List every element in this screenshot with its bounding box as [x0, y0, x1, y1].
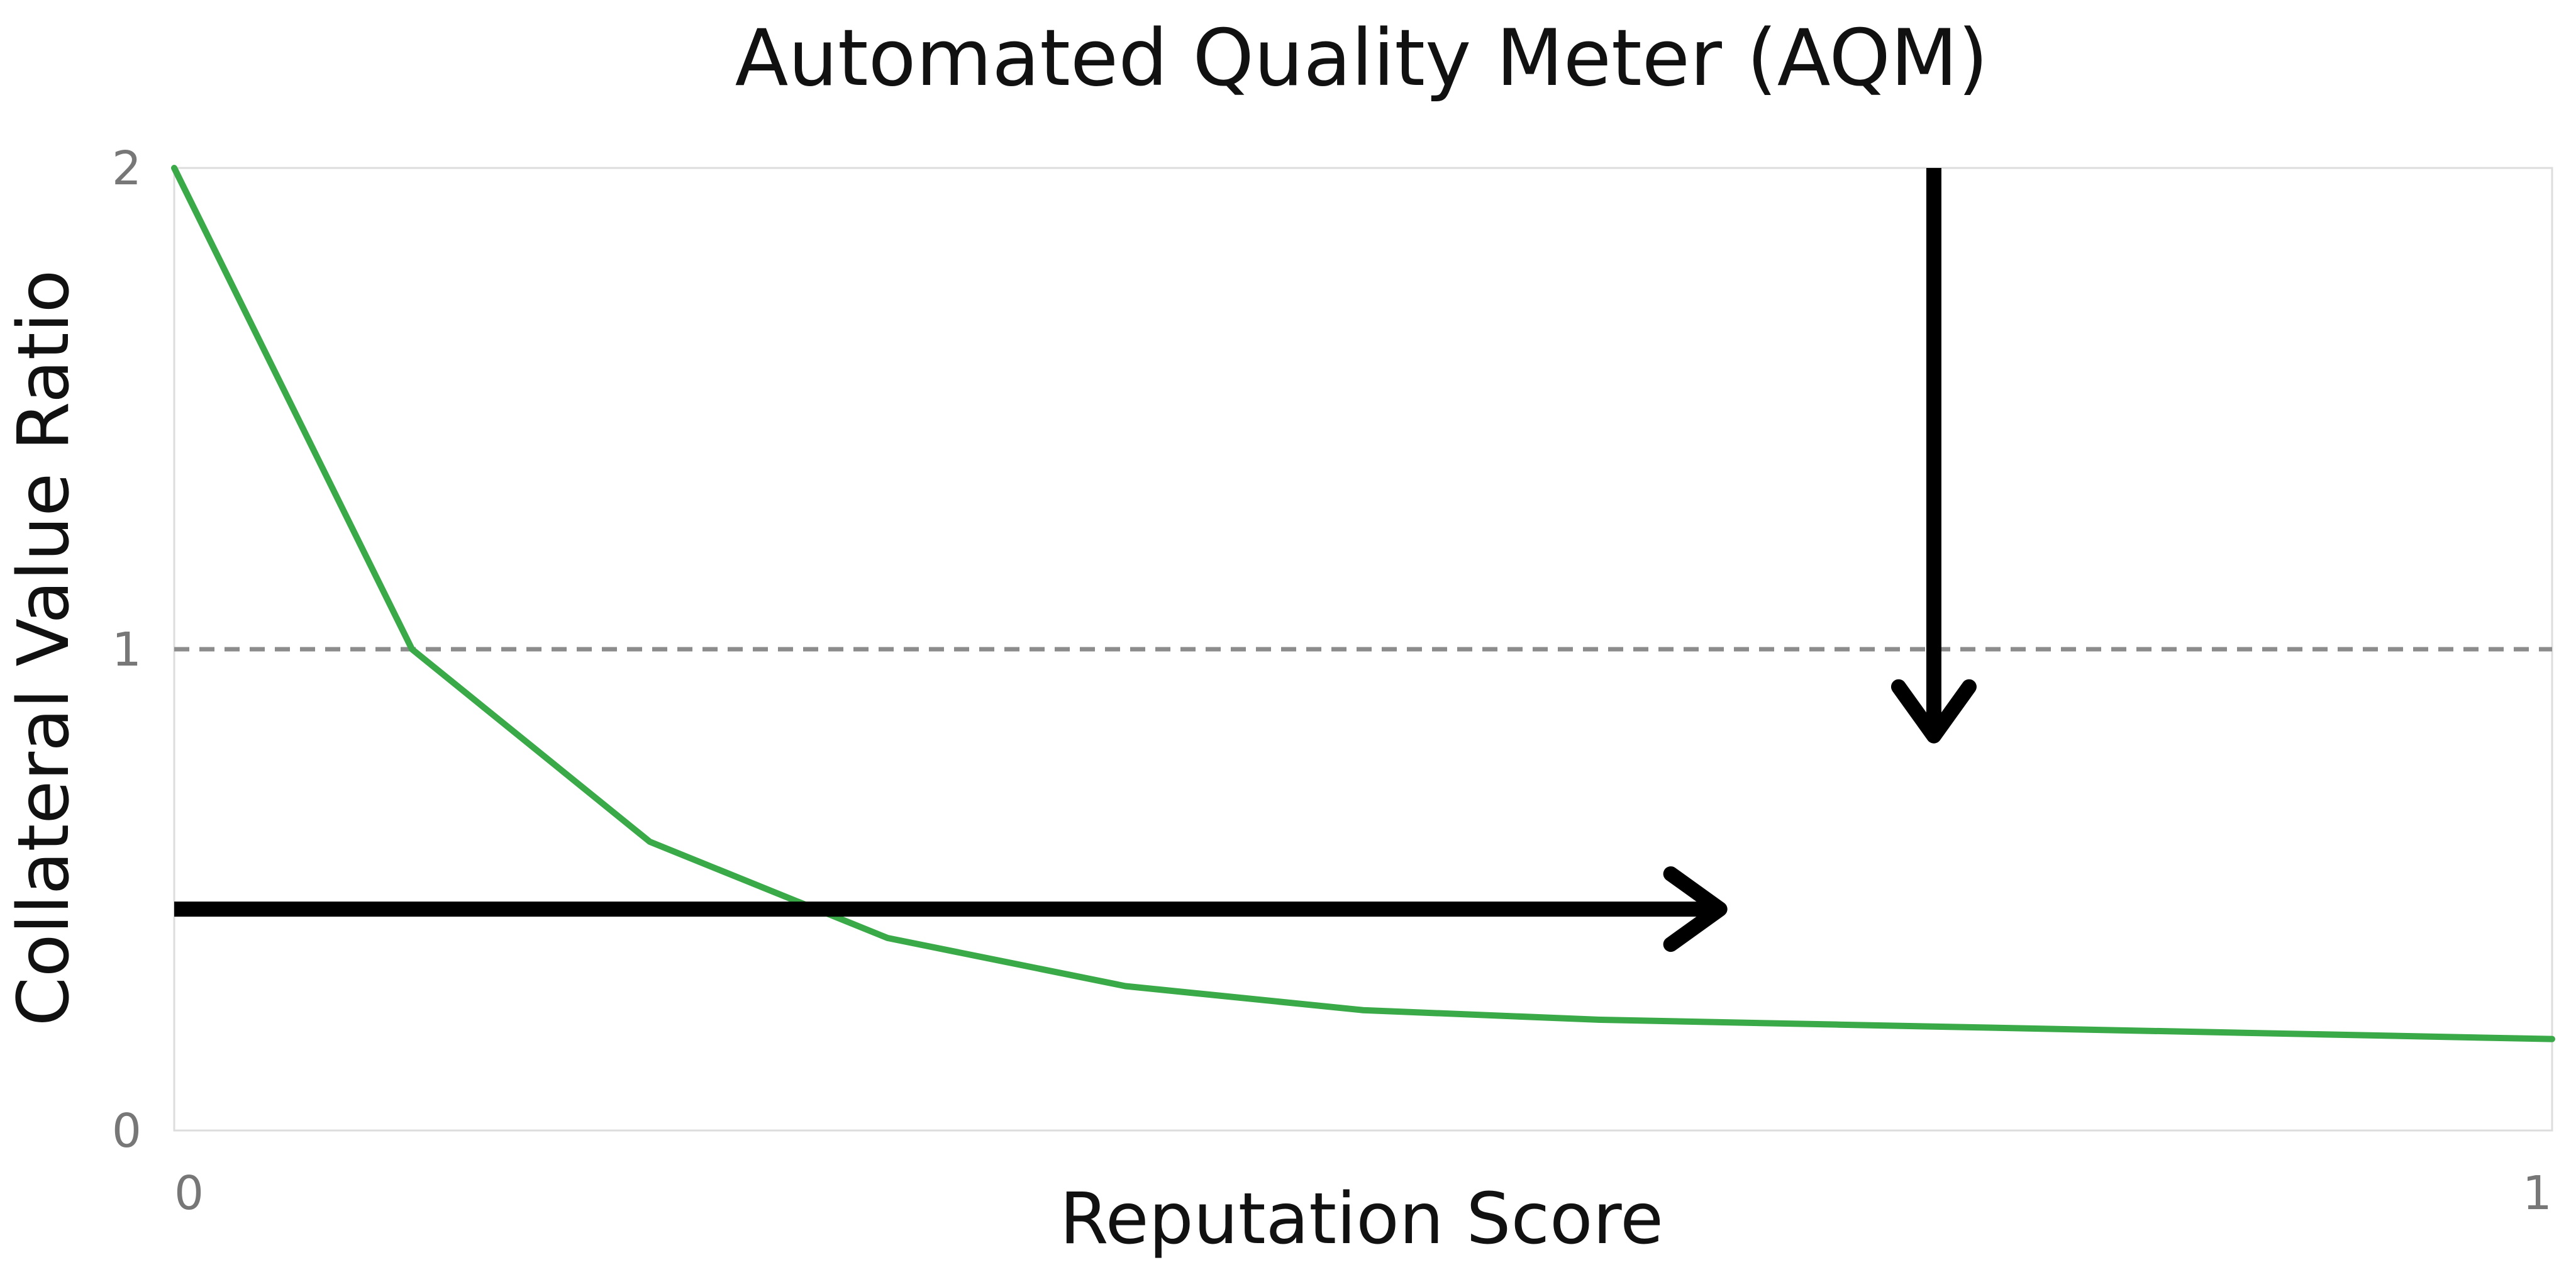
arrow-head — [1890, 679, 1977, 744]
annotation-arrow-down — [1890, 168, 1977, 744]
y-tick-label: 2 — [112, 142, 142, 196]
annotations — [174, 168, 1977, 952]
y-tick-label: 0 — [112, 1104, 142, 1158]
x-tick-label: 0 — [174, 1166, 204, 1220]
arrow-head — [1663, 866, 1728, 952]
series-line — [171, 165, 2555, 1042]
x-tick-label: 1 — [2523, 1166, 2552, 1220]
annotation-arrow-right — [174, 866, 1728, 952]
chart-title: Automated Quality Meter (AQM) — [735, 13, 1989, 104]
y-tick-label: 1 — [112, 623, 142, 677]
y-axis-ticks: 0 1 2 — [112, 142, 142, 1158]
y-axis-label: Collateral Value Ratio — [3, 270, 85, 1027]
x-axis-label: Reputation Score — [1060, 1178, 1663, 1260]
